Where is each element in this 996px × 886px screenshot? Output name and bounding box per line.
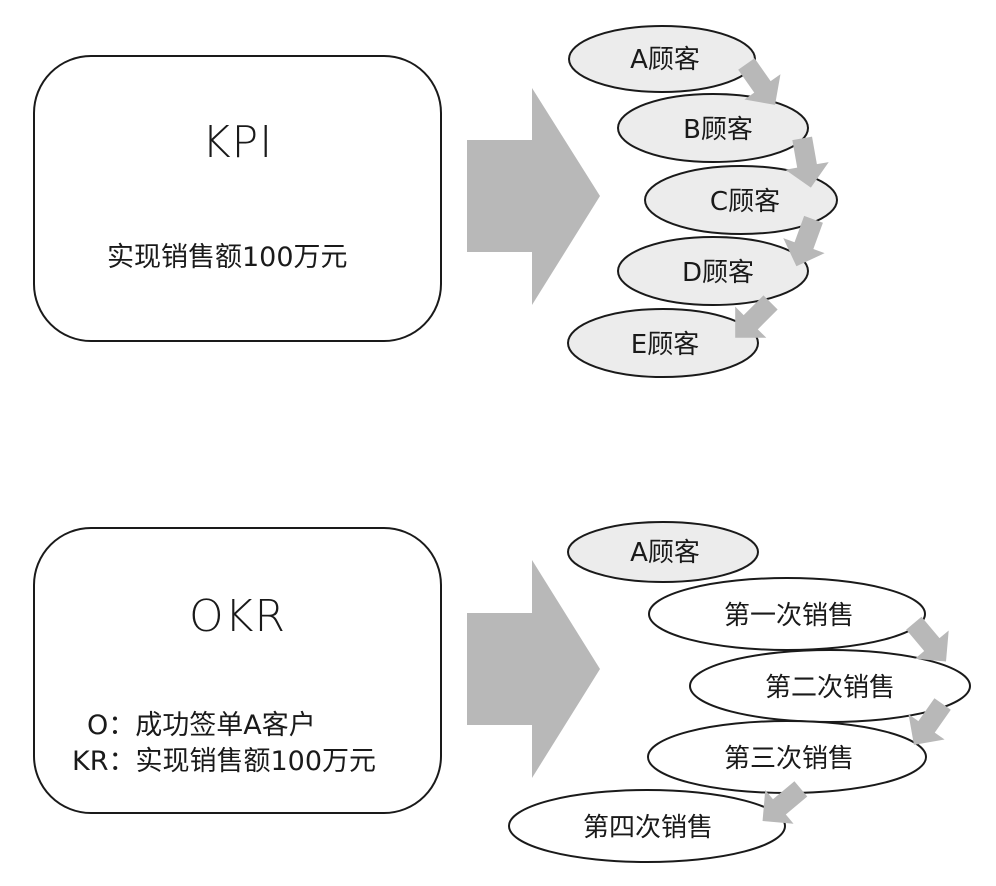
okr-kr-prefix: KR： <box>72 746 136 777</box>
okr-objective: 成功签单A客户 <box>135 710 316 741</box>
kpi-customer-d: D顾客 <box>617 236 809 306</box>
kpi-customer-e: E顾客 <box>567 308 759 378</box>
okr-sale-4: 第四次销售 <box>508 789 786 863</box>
kpi-customer-c-label: C顾客 <box>710 187 780 217</box>
okr-big-arrow <box>467 560 600 778</box>
kpi-title: KPI <box>201 117 274 168</box>
okr-objective-line: O：成功签单A客户 <box>87 703 316 742</box>
okr-kr-line: KR：实现销售额100万元 <box>72 739 376 778</box>
kpi-description: 实现销售额100万元 <box>107 242 348 273</box>
okr-title: OKR <box>188 591 287 642</box>
okr-sale-1-label: 第一次销售 <box>724 601 854 631</box>
okr-box: OKR O：成功签单A客户 KR：实现销售额100万元 <box>33 527 442 814</box>
okr-sale-4-label: 第四次销售 <box>583 813 713 843</box>
okr-customer-a-label: A顾客 <box>630 538 700 568</box>
okr-key-result: 实现销售额100万元 <box>135 746 377 777</box>
okr-sale-2-label: 第二次销售 <box>765 673 895 703</box>
kpi-big-arrow <box>467 88 600 305</box>
okr-sale-3-label: 第三次销售 <box>724 744 854 774</box>
okr-sale-2: 第二次销售 <box>689 649 971 723</box>
kpi-customer-b: B顾客 <box>617 93 809 163</box>
kpi-customer-a-label: A顾客 <box>630 45 700 75</box>
kpi-customer-e-label: E顾客 <box>631 330 699 360</box>
okr-customer-a: A顾客 <box>567 521 759 583</box>
kpi-customer-c: C顾客 <box>644 165 838 235</box>
kpi-customer-b-label: B顾客 <box>683 115 753 145</box>
okr-objective-prefix: O： <box>87 710 136 741</box>
kpi-customer-a: A顾客 <box>568 25 756 93</box>
kpi-box: KPI 实现销售额100万元 <box>33 55 442 342</box>
okr-sale-3: 第三次销售 <box>647 720 927 794</box>
kpi-customer-d-label: D顾客 <box>682 258 754 288</box>
okr-sale-1: 第一次销售 <box>648 577 926 651</box>
